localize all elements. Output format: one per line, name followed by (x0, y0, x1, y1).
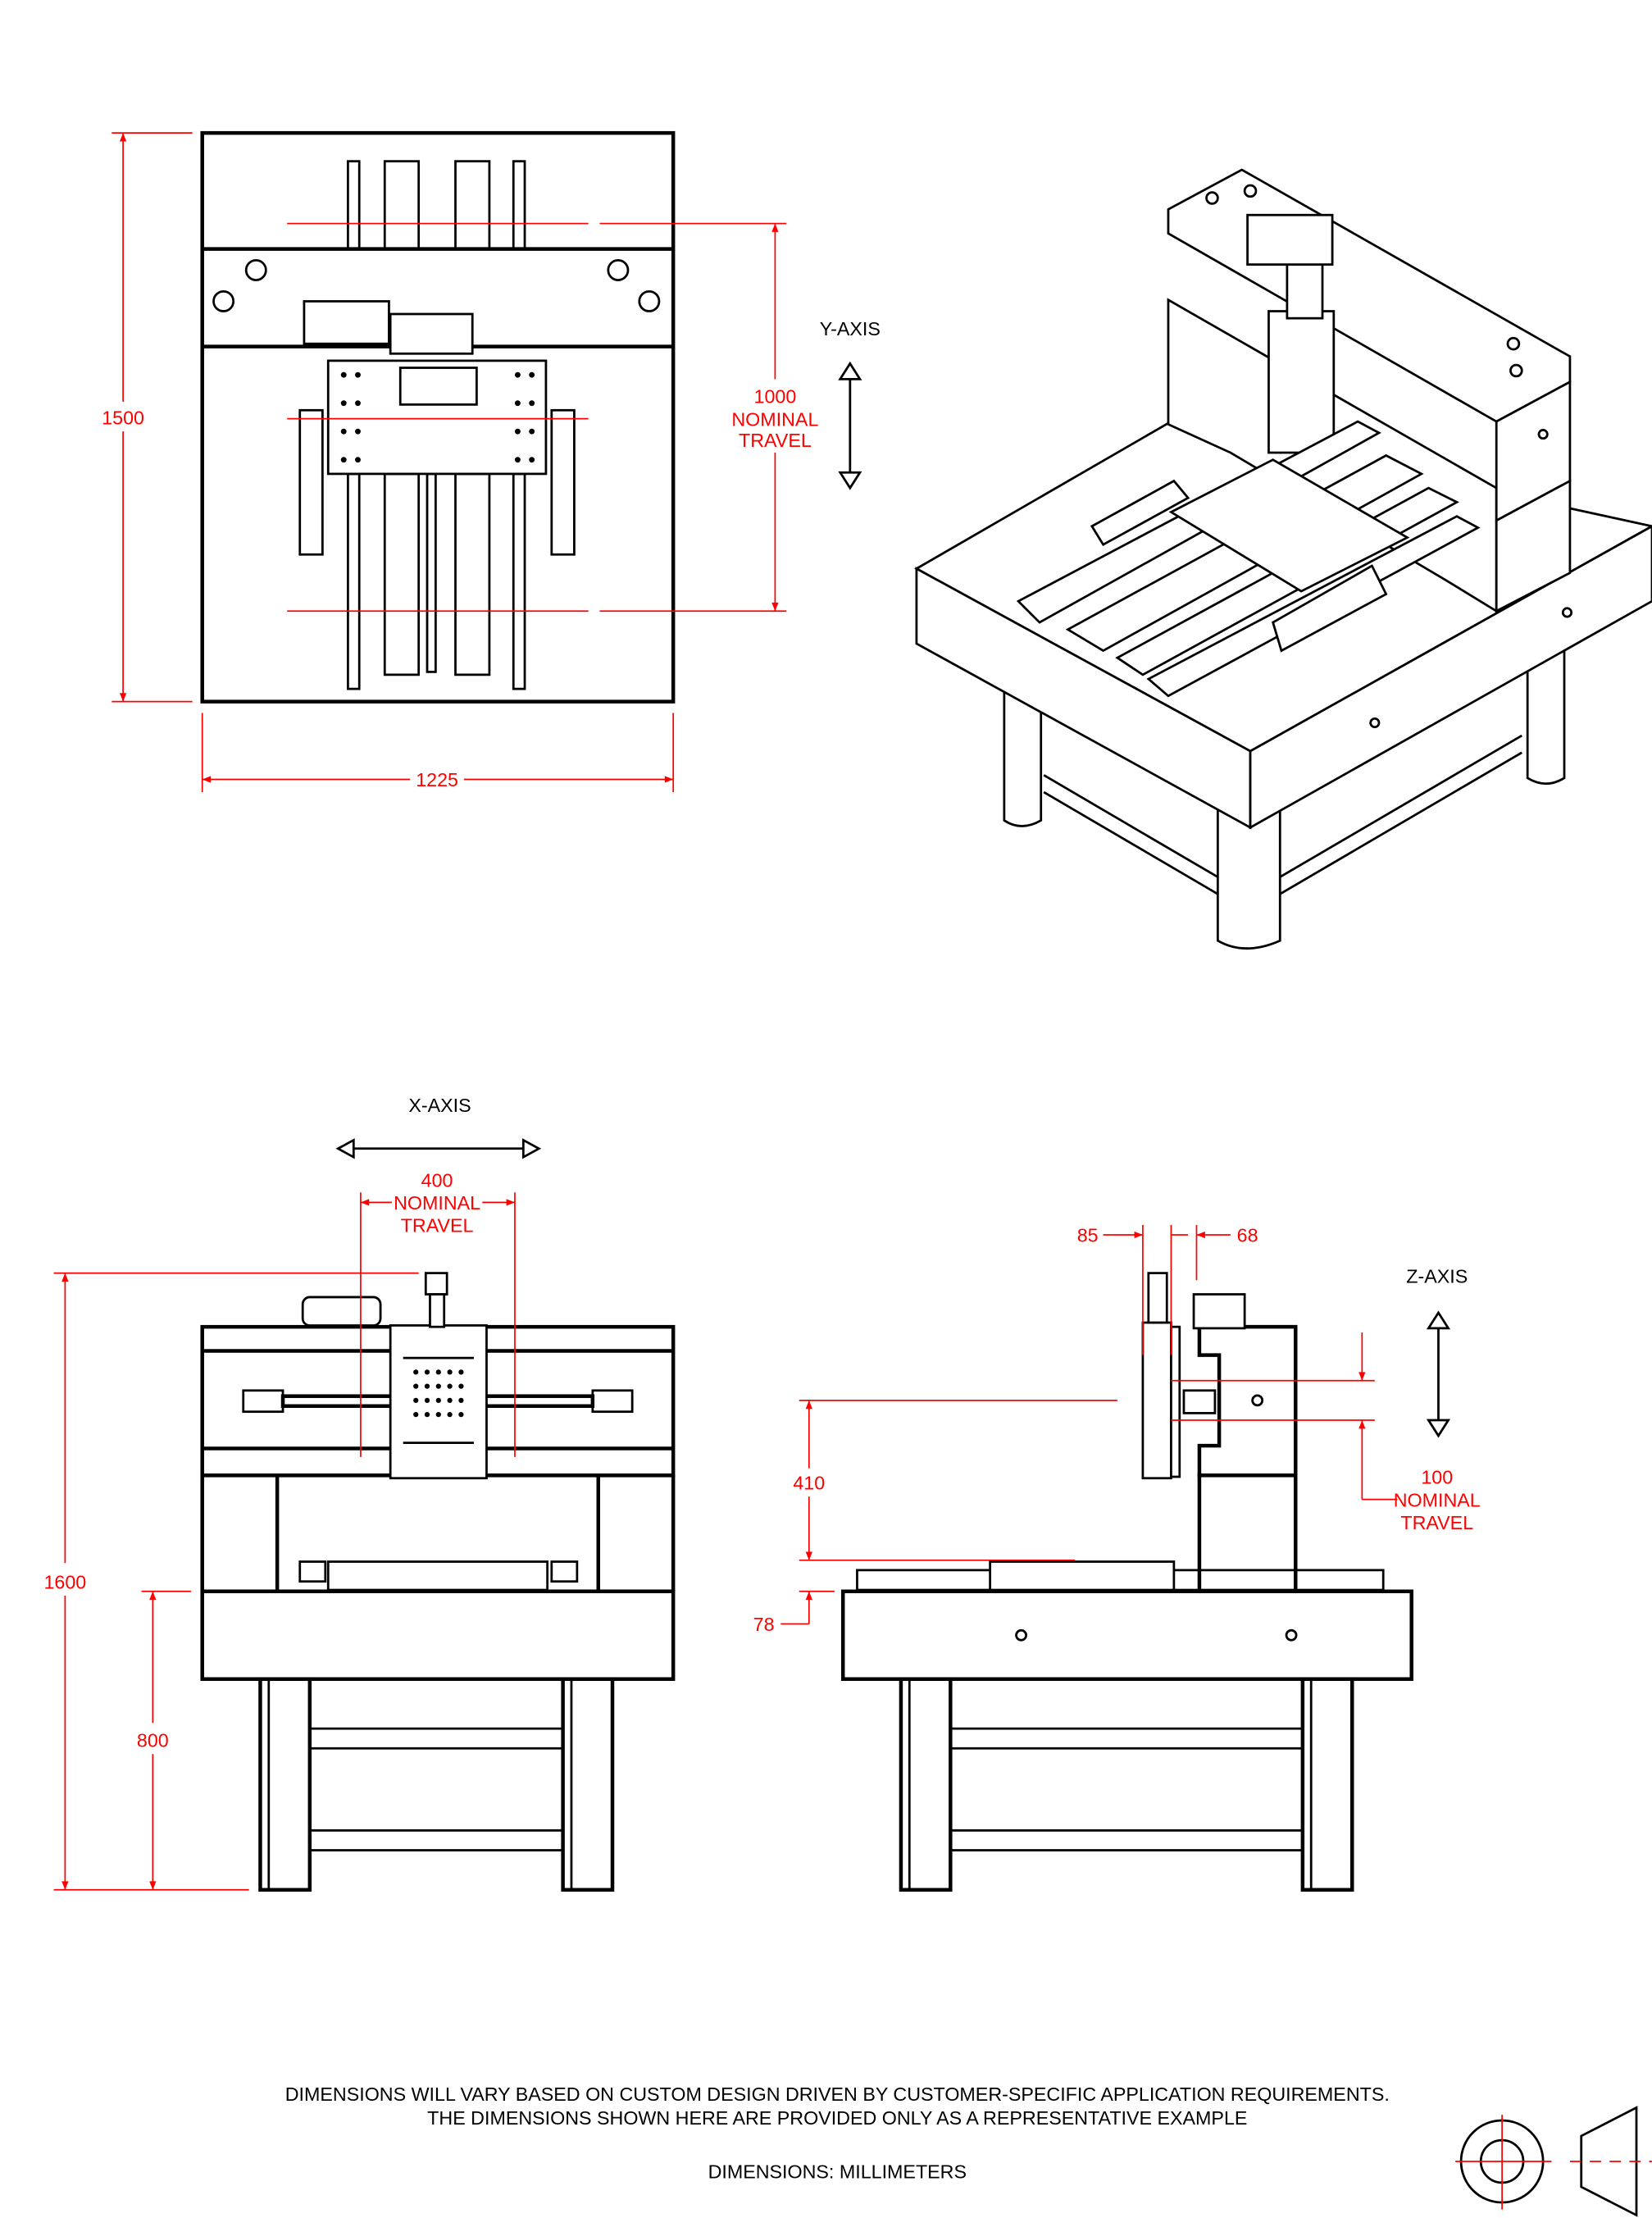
dim-1225: 1225 (416, 769, 458, 790)
y-travel-travel: TRAVEL (739, 430, 812, 451)
third-angle-projection-icon (1455, 2106, 1652, 2217)
top-view: 1500 1225 1000 NOMINAL TRAVEL Y-AXIS (102, 130, 881, 793)
note-line-2: THE DIMENSIONS SHOWN HERE ARE PROVIDED O… (427, 2107, 1247, 2129)
side-view: 85 68 100 NOMINAL TRAVEL Z-AXIS 410 78 (753, 1225, 1481, 1892)
x-travel-travel: TRAVEL (401, 1215, 474, 1237)
x-axis-label: X-AXIS (408, 1095, 471, 1116)
y-travel-nominal: NOMINAL (731, 408, 818, 430)
units-note: DIMENSIONS: MILLIMETERS (708, 2161, 967, 2183)
z-travel-travel: TRAVEL (1400, 1512, 1473, 1533)
front-view: 1600 800 400 NOMINAL TRAVEL X-AXIS (43, 1095, 676, 1892)
dim-410: 410 (793, 1473, 825, 1494)
dim-68: 68 (1237, 1225, 1258, 1246)
z-axis-arrow-icon (1426, 1310, 1451, 1438)
dim-1600: 1600 (43, 1571, 86, 1592)
isometric-view (914, 168, 1652, 950)
y-axis-label: Y-AXIS (820, 318, 881, 339)
x-travel-value: 400 (421, 1169, 453, 1191)
dim-800: 800 (137, 1730, 169, 1751)
x-travel-nominal: NOMINAL (394, 1192, 480, 1214)
dim-78: 78 (753, 1614, 775, 1635)
y-travel-value: 1000 (754, 386, 797, 408)
y-axis-arrow-icon (838, 361, 862, 490)
z-travel-nominal: NOMINAL (1394, 1489, 1481, 1510)
z-travel-value: 100 (1421, 1467, 1453, 1488)
dim-1500: 1500 (102, 408, 144, 429)
dim-85: 85 (1077, 1225, 1099, 1246)
note-line-1: DIMENSIONS WILL VARY BASED ON CUSTOM DES… (285, 2084, 1390, 2105)
z-axis-label: Z-AXIS (1406, 1266, 1468, 1287)
x-axis-arrow-icon (335, 1138, 542, 1159)
